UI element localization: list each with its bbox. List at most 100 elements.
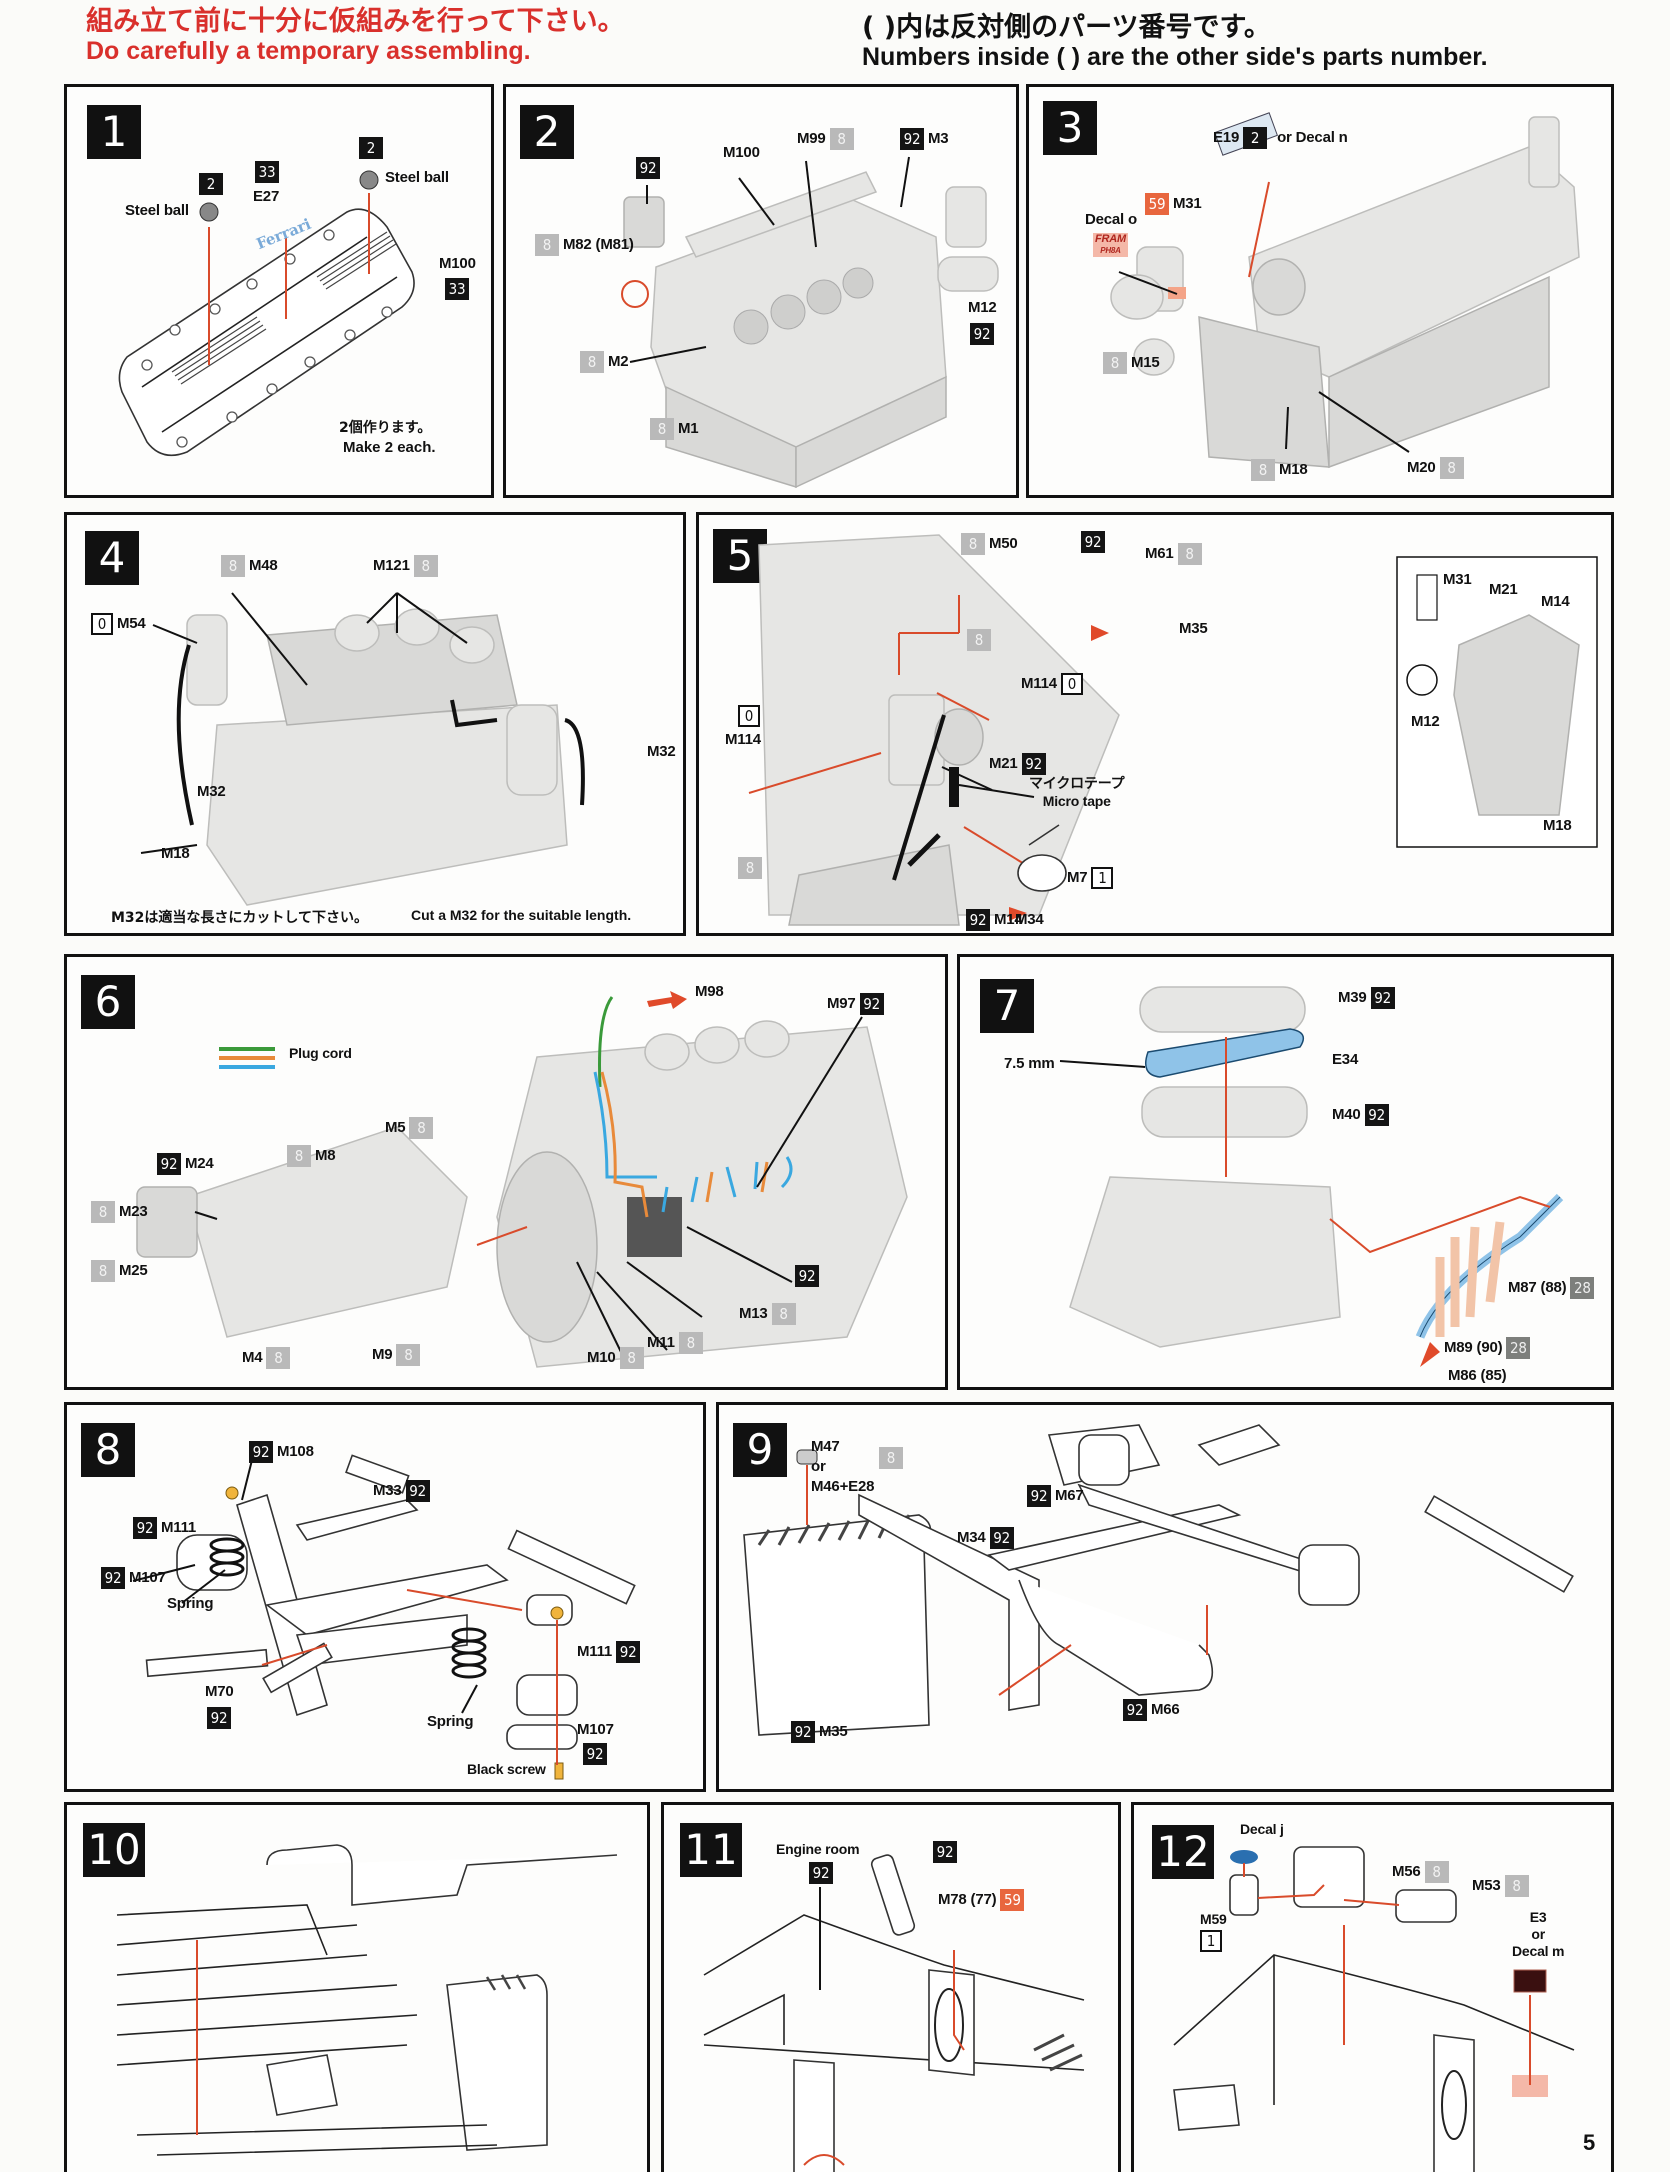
- highlight-circle: [621, 280, 649, 308]
- step-number: 9: [733, 1423, 787, 1477]
- badge-mid: 8: [963, 629, 995, 651]
- page-number: 5: [1583, 2130, 1596, 2155]
- chassis-rear-drawing: [116, 1844, 618, 2156]
- badge-engine-room: 92: [805, 1862, 837, 1884]
- warning-jp: 組み立て前に十分に仮組みを行って下さい。: [86, 6, 625, 37]
- badge-steel-ball-right: 2: [355, 137, 387, 159]
- label-decal-j: Decal j: [1240, 1821, 1284, 1837]
- label-e3-decal-m: E3 or Decal m: [1512, 1909, 1565, 1959]
- badge-m12: 92: [966, 323, 998, 345]
- step-number: 3: [1043, 101, 1097, 155]
- air-filter-exhaust-drawing: [1059, 986, 1564, 1367]
- engine-room-parts-drawing: [1173, 1846, 1575, 2172]
- note-cut-m32-jp: M32は適当な長さにカットして下さい。: [111, 910, 368, 926]
- warning-en: Do carefully a temporary assembling.: [86, 37, 531, 66]
- step-10-panel: 10: [64, 1802, 650, 2172]
- step-number: 6: [81, 975, 135, 1029]
- label-decal-o: Decal o: [1085, 211, 1137, 228]
- inset-m14: M14: [1541, 593, 1570, 610]
- black-screw-icon: [554, 1762, 564, 1780]
- label-spring-right: Spring: [427, 1713, 474, 1730]
- label-m47: M47 or M46+E28: [811, 1438, 875, 1495]
- step-number: 2: [520, 105, 574, 159]
- note-cut-m32-en: Cut a M32 for the suitable length.: [411, 907, 632, 923]
- engine-block-photo: [621, 156, 999, 489]
- note-en: Numbers inside ( ) are the other side's …: [862, 43, 1488, 72]
- label-m87: M87 (88)28: [1508, 1277, 1598, 1299]
- step-number: 1: [87, 105, 141, 159]
- label-m89: M89 (90)28: [1444, 1337, 1534, 1359]
- label-e34: E34: [1332, 1051, 1359, 1068]
- badge-m47: 8: [875, 1447, 907, 1469]
- inset-m12: M12: [1411, 713, 1440, 730]
- label-m32-left: M32: [197, 783, 226, 800]
- engine-room-drawing: [703, 1854, 1085, 2172]
- e34-band: [1145, 1028, 1305, 1078]
- step-number: 7: [980, 979, 1034, 1033]
- label-m86: M86 (85): [1448, 1367, 1507, 1384]
- label-m32-right: M32: [647, 743, 676, 760]
- radiator-frame-drawing: [743, 1424, 1574, 1736]
- legend-plug-cord: Plug cord: [289, 1045, 352, 1061]
- engine-top-photo: [140, 592, 585, 906]
- decal-fram: FRAM PH8A: [1093, 233, 1128, 257]
- badge-cap: 92: [632, 157, 664, 179]
- label-m100: M100: [439, 255, 476, 272]
- label-m59: M59: [1200, 1911, 1227, 1927]
- step-number: 5: [713, 529, 767, 583]
- step-number: 11: [680, 1823, 742, 1877]
- badge-starter: 92: [791, 1265, 823, 1287]
- label-steel-ball-right: Steel ball: [385, 169, 449, 186]
- label-m98: M98: [695, 983, 724, 1000]
- steel-ball-icon: [199, 202, 219, 222]
- badge-m114-left-bottom: 8: [734, 857, 766, 879]
- valve-cover-drawing: [118, 170, 415, 457]
- label-black-screw: Black screw: [467, 1761, 546, 1777]
- label-m70: M70: [205, 1683, 234, 1700]
- note-make-2-jp: 2個作ります。: [339, 420, 432, 436]
- badge-steel-ball-left: 2: [195, 173, 227, 195]
- steel-ball-icon: [359, 170, 379, 190]
- label-m78: M78 (77)59: [938, 1889, 1028, 1911]
- badge-m59: 1: [1196, 1930, 1226, 1952]
- badge-m107-right: 92: [579, 1743, 611, 1765]
